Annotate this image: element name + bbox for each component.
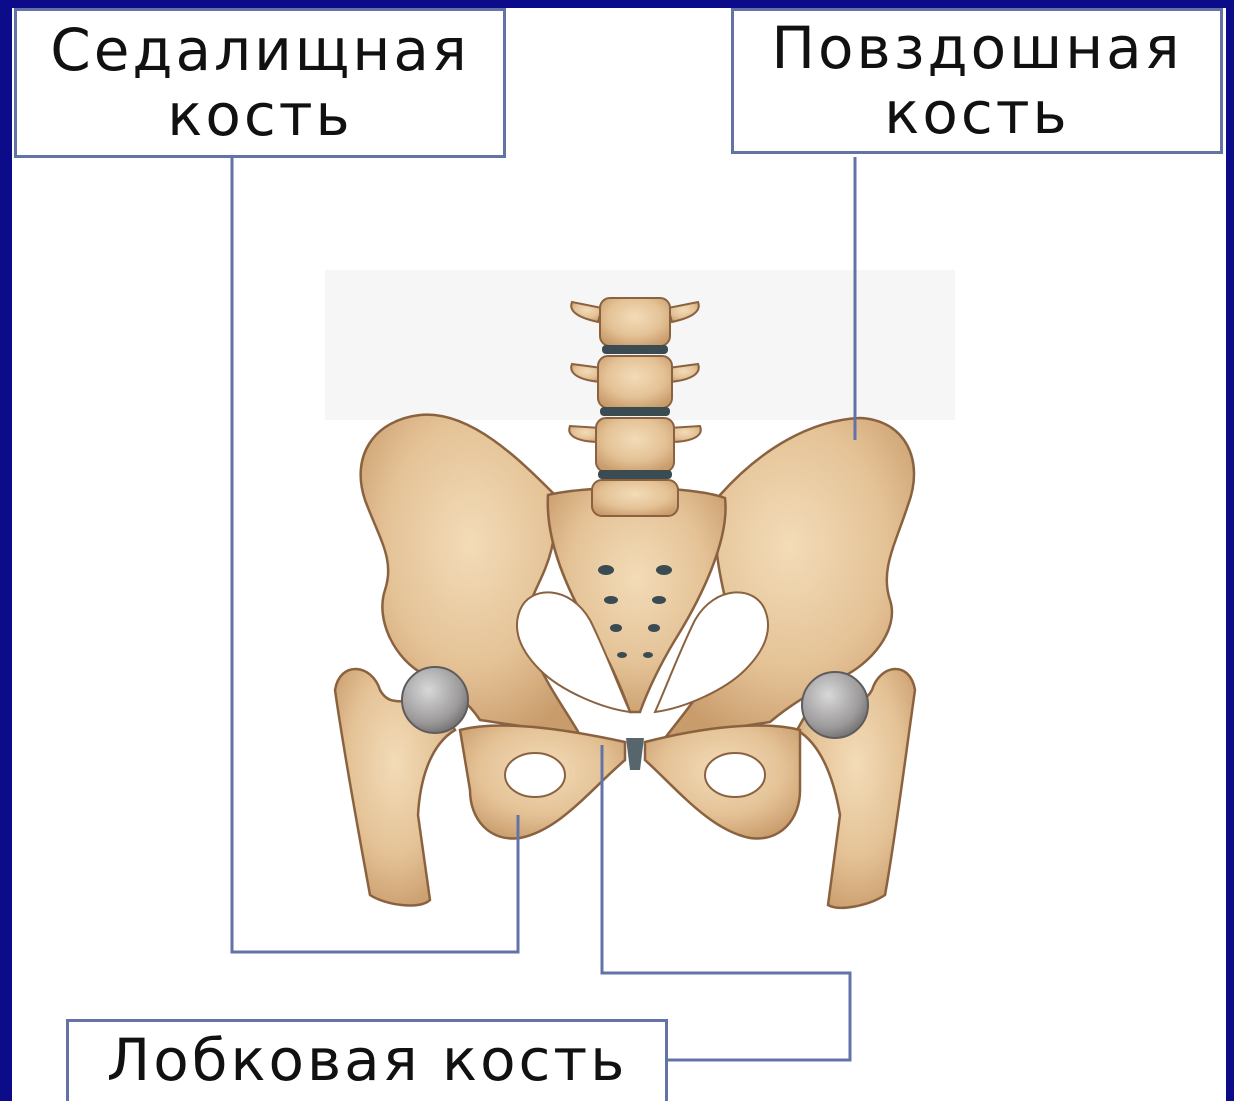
right-obturator-foramen [705,753,765,797]
left-obturator-foramen [505,753,565,797]
ilium-label: Повздошная кость [731,8,1223,154]
left-ilium [361,415,580,735]
pubic-symphysis [626,738,644,770]
ischium-label: Седалищная кость [14,8,506,158]
right-femoral-head [802,672,868,738]
left-femoral-head [402,667,468,733]
pubis-label: Лобковая кость [66,1019,668,1101]
